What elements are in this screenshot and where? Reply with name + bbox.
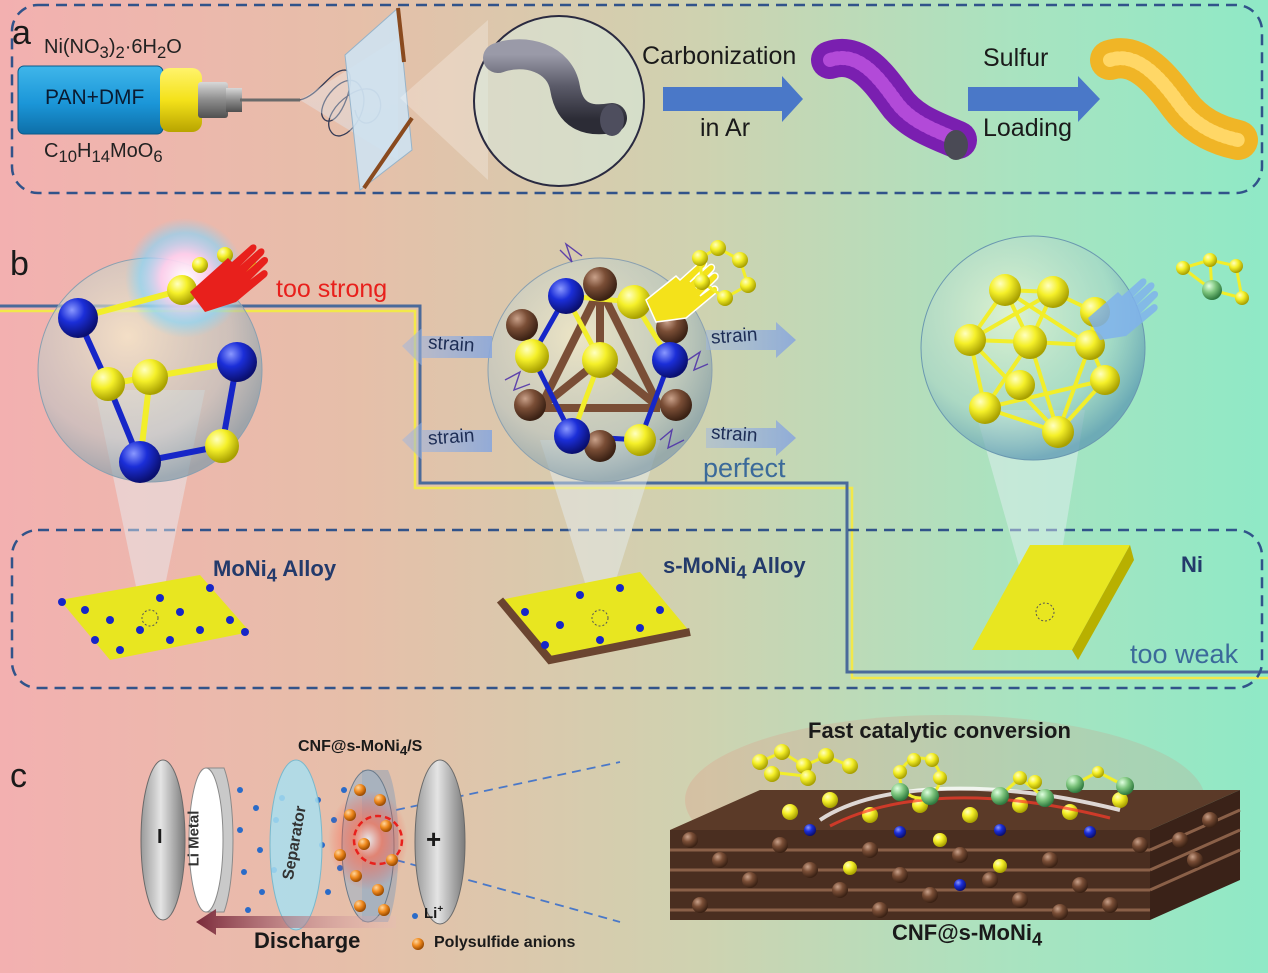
polysulfide-chain-3 (991, 771, 1054, 807)
catalysis-streak-red (829, 796, 1111, 828)
material-label: CNF@s-MoNi4 (892, 920, 1043, 950)
li-ion-legend: Li+ (424, 904, 444, 922)
anode-disk (140, 759, 186, 921)
catalyst-slab (670, 790, 1241, 920)
s-moni4-slab (496, 572, 691, 665)
moni4-atoms (58, 247, 258, 483)
s-moni4-sparks (504, 242, 709, 450)
zoom-cone (400, 20, 488, 180)
fast-conversion-title: Fast catalytic conversion (808, 718, 1071, 743)
li-metal-label: Li Metal (185, 810, 203, 867)
separator-disk (269, 759, 323, 931)
cathode-sign: + (426, 824, 442, 854)
panel-label-b: b (10, 245, 29, 283)
energy-line-yellow (0, 309, 1268, 680)
syringe-connector (198, 82, 228, 118)
precursor-nickel-nitrate: Ni(NO3)2·6H2O (44, 36, 182, 62)
catalysis-streak (818, 786, 1121, 822)
polysulfide-chain-4 (1066, 766, 1134, 795)
panel-label-c: c (10, 757, 27, 795)
cathode-collector-disk (414, 759, 466, 925)
syringe-label: PAN+DMF (45, 86, 145, 109)
energy-line-blue (0, 304, 1268, 674)
strain-label-right-top: strain (710, 324, 759, 349)
sulfur-loading-arrow (968, 76, 1100, 122)
label-s-moni4-alloy: s-MoNi4 Alloy (663, 553, 806, 583)
s-moni4-polysulfide-cluster (692, 240, 756, 306)
anode-sign: I (157, 826, 163, 848)
yellow-hand-icon (645, 259, 719, 323)
carbon-fiber-texture (823, 51, 965, 147)
panel-a-dashed-frame (10, 3, 1264, 195)
polysulfide-legend: Polysulfide anions (434, 934, 576, 951)
strain-arrow-left-top (402, 328, 492, 366)
label-ni: Ni (1181, 552, 1203, 577)
precursor-fiber (483, 39, 627, 135)
strain-arrow-right-bottom (706, 420, 796, 456)
li-metal-disk (188, 767, 224, 913)
carbon-fiber-end (944, 130, 968, 160)
panel-b-dashed-frame (10, 528, 1264, 690)
strain-arrow-left-bottom (402, 422, 492, 460)
discharge-label: Discharge (254, 928, 361, 953)
blue-hand-icon (1088, 278, 1159, 340)
precursor-molybdenum: C10H14MoO6 (44, 140, 163, 166)
red-hand-icon (190, 244, 269, 312)
perfect-label: perfect (703, 453, 786, 483)
step-in-ar: in Ar (700, 114, 751, 142)
panel-label-a: a (12, 14, 31, 52)
panel-b-artwork (0, 218, 1268, 690)
strain-label-left-top: strain (427, 332, 476, 357)
ni-polysulfide-cluster (1176, 253, 1249, 305)
label-moni4-alloy: MoNi4 Alloy (213, 556, 337, 586)
syringe-cap (160, 68, 202, 132)
sulfur-fiber-texture (1103, 51, 1245, 147)
strain-label-right-bottom: strain (710, 422, 759, 447)
collector-edge-top (396, 7, 406, 63)
polysulfide-dots (334, 784, 424, 950)
ni-slab (972, 545, 1134, 660)
carbonization-arrow (663, 76, 803, 122)
too-strong-label: too strong (276, 275, 388, 303)
s-moni4-atoms (506, 267, 692, 462)
polysulfide-chain-1 (752, 744, 858, 786)
cathode-highlight (352, 814, 404, 866)
strain-label-left-bottom: strain (427, 425, 476, 450)
cone-s-moni4 (540, 440, 660, 605)
polysulfide-ring-2 (891, 753, 947, 805)
panel-c-artwork (140, 715, 1241, 950)
panel-a-artwork (10, 3, 1264, 195)
strain-arrow-right-top (706, 322, 796, 358)
collector-edge-bottom (362, 116, 414, 190)
step-sulfur: Sulfur (983, 44, 1049, 72)
too-weak-label: too weak (1130, 639, 1239, 669)
syringe-needle-hub (226, 88, 242, 112)
moni4-slab (58, 575, 250, 660)
cathode-title: CNF@s-MoNi4/S (298, 738, 423, 759)
step-loading: Loading (983, 114, 1072, 142)
precursor-fiber-end (600, 104, 624, 136)
discharge-arrow (196, 909, 396, 935)
step-carbonization: Carbonization (642, 42, 797, 70)
